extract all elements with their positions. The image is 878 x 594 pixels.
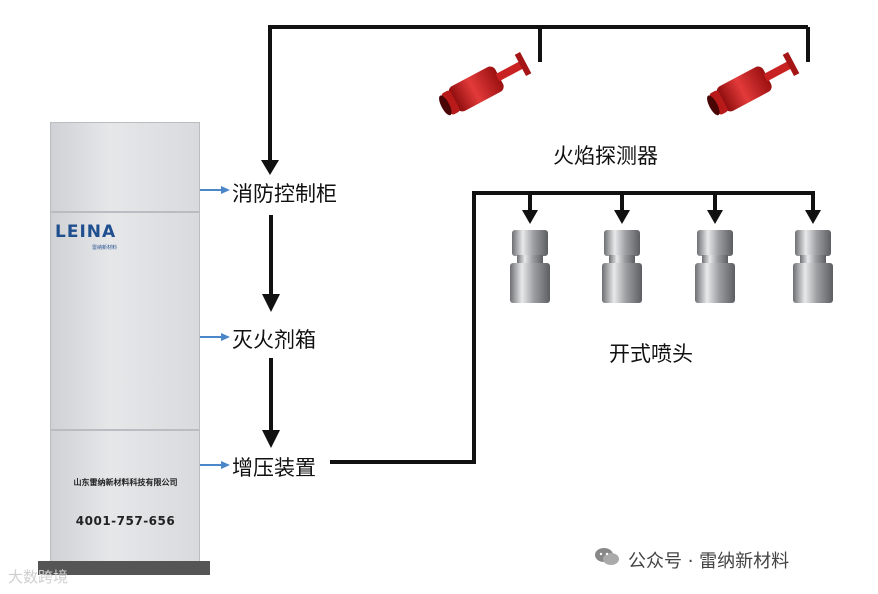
footer-account: 公众号 · 雷纳新材料 — [628, 551, 790, 572]
flame-detector-1 — [439, 52, 532, 116]
cabinet-logo-sub: 雷纳新材料 — [92, 245, 118, 251]
arrow-down-icon — [262, 294, 280, 312]
arrow-down-icon — [614, 210, 630, 224]
nozzle-4 — [793, 230, 833, 303]
arrow-down-icon — [707, 210, 723, 224]
label-control-cabinet: 消防控制柜 — [232, 182, 337, 206]
detector-signal-line — [261, 25, 810, 175]
label-open-nozzle: 开式喷头 — [609, 342, 693, 366]
label-booster: 增压装置 — [232, 456, 316, 480]
arrow-down-icon — [522, 210, 538, 224]
nozzle-3 — [695, 230, 735, 303]
pointer-arrows — [200, 186, 230, 469]
label-agent-box: 灭火剂箱 — [232, 328, 316, 352]
label-flame-detector: 火焰探测器 — [553, 144, 658, 168]
cabinet-top-panel — [50, 122, 200, 212]
cabinet-base — [38, 561, 210, 575]
watermark: 大数跨境 — [8, 568, 69, 586]
flame-detector-2 — [707, 52, 800, 116]
wechat-icon — [595, 548, 619, 565]
nozzle-2 — [602, 230, 642, 303]
nozzle-1 — [510, 230, 550, 303]
flow-arrows — [262, 215, 280, 448]
phone-number: 4001-757-656 — [75, 514, 176, 528]
arrow-down-icon — [261, 160, 279, 175]
cabinet-middle-panel — [50, 212, 200, 430]
arrow-down-icon — [262, 430, 280, 448]
company-name: 山东雷纳新材料科技有限公司 — [73, 478, 178, 487]
cabinet-logo: LEINA — [55, 222, 117, 242]
arrow-down-icon — [805, 210, 821, 224]
nozzle-pipe — [330, 191, 821, 464]
